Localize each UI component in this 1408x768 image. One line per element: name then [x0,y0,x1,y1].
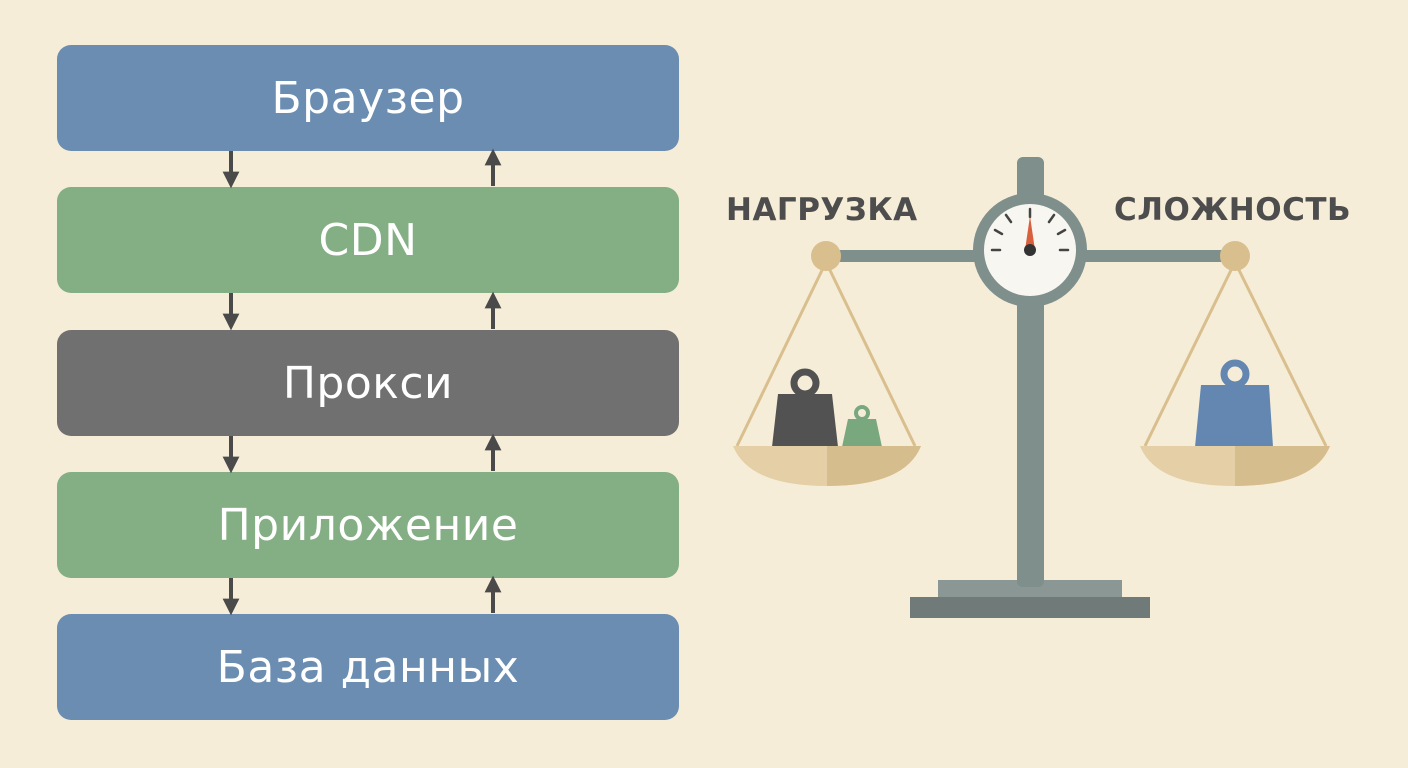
gauge-needle [1025,216,1035,250]
right-pan [1140,446,1330,486]
layer-proxy: Прокси [57,330,679,436]
small-weight-icon [842,405,882,447]
left-pivot [811,241,841,271]
heavy-weight-icon [772,368,838,447]
layer-proxy-label: Прокси [282,357,454,409]
left-scale-label: НАГРУЗКА [726,192,918,228]
right-scale-label: СЛОЖНОСТЬ [1114,192,1352,228]
blue-weight-icon [1195,359,1273,447]
scale-base [910,597,1150,618]
layer-cdn: CDN [57,187,679,293]
right-pivot [1220,241,1250,271]
layer-database: База данных [57,614,679,720]
layer-browser-label: Браузер [271,72,465,124]
scale-base-top [938,580,1122,602]
layer-database-label: База данных [216,641,520,693]
layer-browser: Браузер [57,45,679,151]
gauge-icon [973,193,1087,307]
layer-application-label: Приложение [217,499,519,551]
left-pan [733,446,921,486]
layer-cdn-label: CDN [318,214,418,266]
layer-application: Приложение [57,472,679,578]
